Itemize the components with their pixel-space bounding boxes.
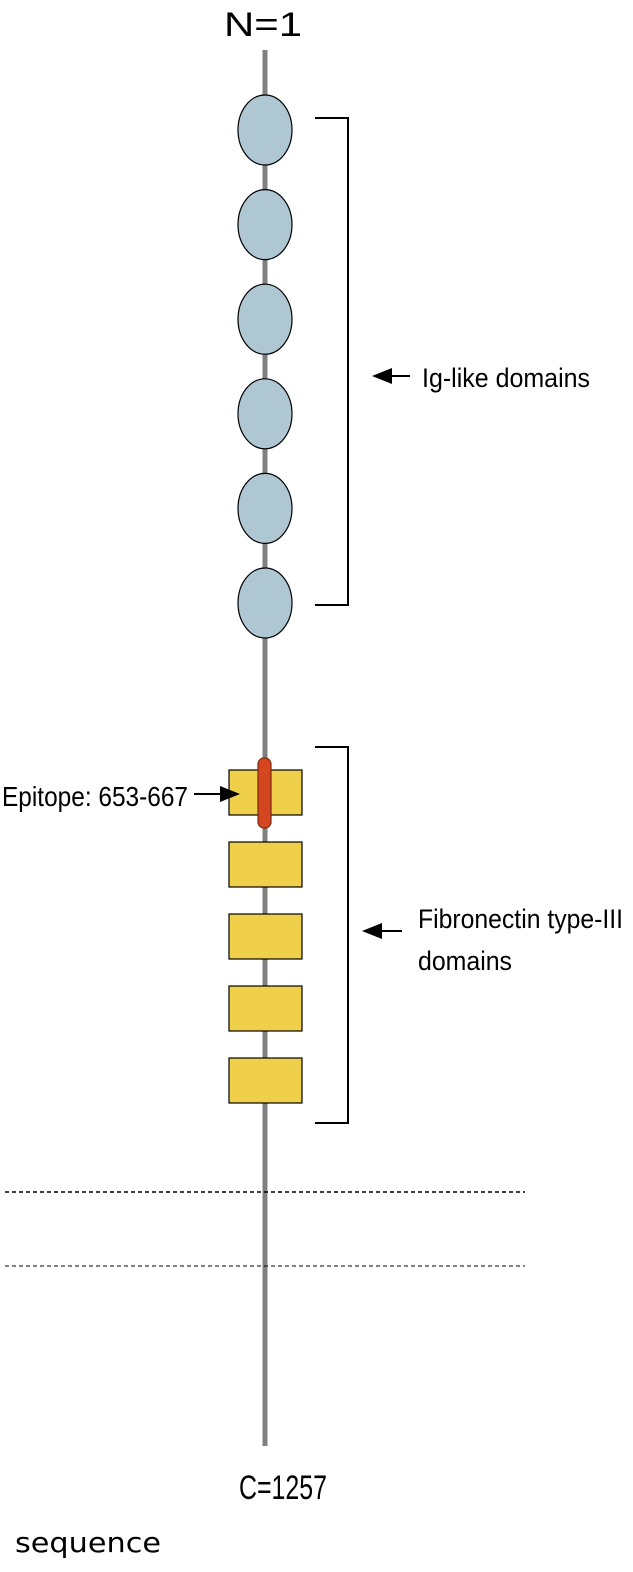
ig-domain [237, 567, 293, 639]
ig-bracket [315, 117, 349, 606]
ig-domain [237, 283, 293, 355]
ig-domain [237, 189, 293, 261]
sequence-label: sequence [15, 1526, 161, 1559]
fn-domain [228, 1057, 303, 1104]
c-terminus-label: C=1257 [239, 1469, 327, 1507]
fn-domains-label-line1: Fibronectin type-III [418, 904, 623, 934]
fn-domain [228, 985, 303, 1032]
fn-domain [228, 913, 303, 960]
fn-domain [228, 841, 303, 888]
epitope-label: Epitope: 653-667 [2, 781, 188, 812]
ig-domain [237, 378, 293, 450]
ig-domain [237, 94, 293, 166]
n-terminus-label: N=1 [224, 6, 302, 44]
ig-domains [237, 94, 293, 639]
ig-domain [237, 472, 293, 544]
fn-domains-label-line2: domains [418, 946, 512, 976]
ig-domains-label: Ig-like domains [422, 363, 590, 393]
epitope-marker [257, 757, 272, 829]
fn-bracket [315, 746, 349, 1124]
